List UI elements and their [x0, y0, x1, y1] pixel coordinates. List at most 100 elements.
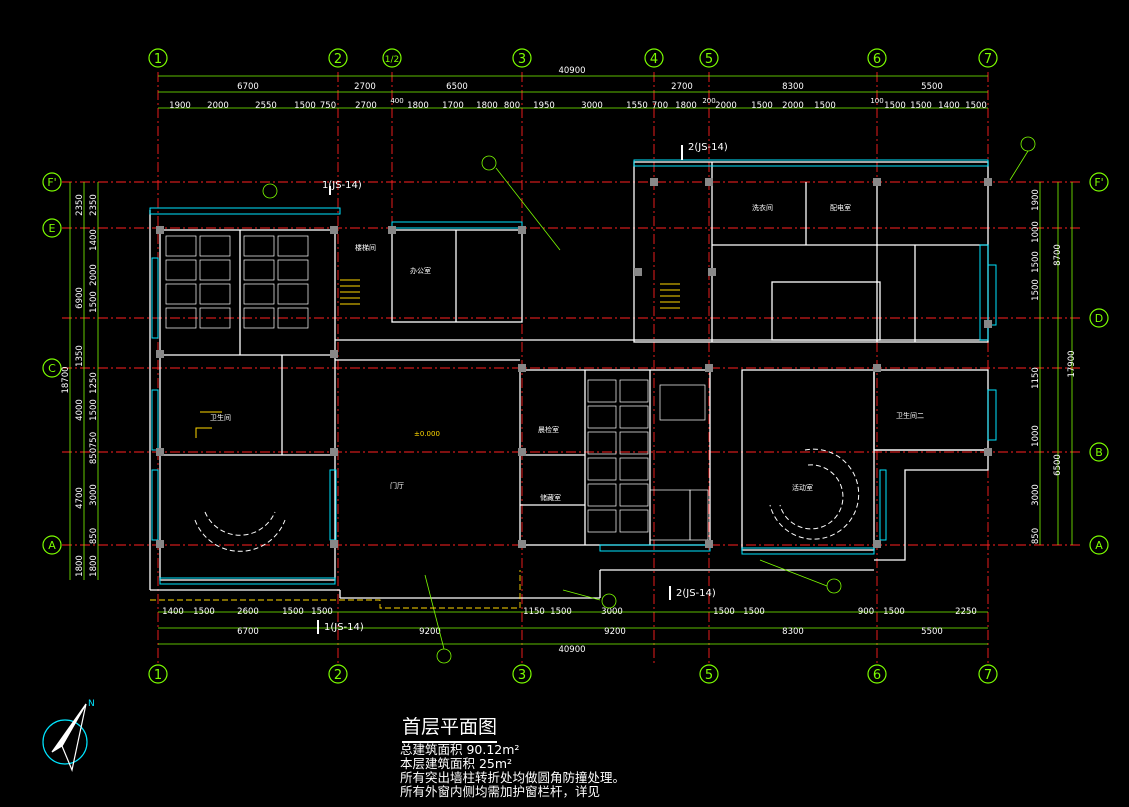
dim-right-mid-1: 6500	[1053, 454, 1063, 476]
dim-bot2-2: 9200	[604, 627, 626, 637]
dim-top2-2: 2550	[255, 101, 277, 111]
dim-top-4: 2700	[671, 82, 693, 92]
svg-text:F': F'	[1094, 176, 1103, 189]
svg-text:3: 3	[518, 52, 526, 67]
dimension-labels: 40900 40900 6700 2700 6500 2700 8300 550…	[162, 66, 987, 655]
dim-bot-1: 1500	[193, 607, 215, 617]
drawing-notes: 首层平面图 总建筑面积 90.12m² 本层建筑面积 25m² 所有突出墙柱转折…	[400, 712, 820, 799]
grid-bubble-top-6: 6	[867, 48, 887, 68]
grid-bubble-right-F: F'	[1089, 172, 1109, 192]
dim-right-in-6: 3000	[1031, 484, 1041, 506]
dim-left-in-4: 1250	[89, 372, 99, 394]
note-line-4: 所有外窗内侧均需加护窗栏杆，详见	[400, 784, 601, 799]
annotation-leaders	[262, 136, 1036, 664]
dim-top2-17: 2000	[715, 101, 737, 111]
grid-bubble-left-C: C	[42, 358, 62, 378]
svg-text:E: E	[49, 222, 56, 235]
dim-top2-7: 1800	[407, 101, 429, 111]
dim-left-outer: 18700	[61, 366, 71, 393]
dim-top2-23: 1500	[910, 101, 932, 111]
dim-top2-13: 1550	[626, 101, 648, 111]
room-label-storage: 储藏室	[540, 493, 561, 502]
grid-bubble-bottom-7: 7	[978, 664, 998, 684]
dim-bot2-4: 5500	[921, 627, 943, 637]
svg-text:4: 4	[650, 52, 658, 67]
svg-text:5: 5	[705, 52, 713, 67]
room-label-check: 晨检室	[538, 425, 559, 434]
room-label-toilet: 卫生间	[210, 413, 231, 422]
section-markers: 1(JS-14) 2(JS-14) 2(JS-14) 1(JS-14)	[317, 142, 728, 634]
dim-top2-19: 2000	[782, 101, 804, 111]
dim-left-mid-0: 2350	[75, 194, 85, 216]
dim-total-top: 40900	[558, 66, 585, 76]
dim-top2-0: 1900	[169, 101, 191, 111]
grid-bubble-right-A: A	[1089, 535, 1109, 555]
dim-right-in-4: 1150	[1031, 367, 1041, 389]
dim-left-in-5: 1500	[89, 399, 99, 421]
room-label-office: 办公室	[410, 266, 431, 275]
dim-top-1: 6700	[237, 82, 259, 92]
section-mark-bottom-left: 1(JS-14)	[324, 622, 364, 633]
dim-left-in-9: 850	[89, 528, 99, 544]
dim-bot-2: 2600	[237, 607, 259, 617]
dim-bot-7: 3000	[601, 607, 623, 617]
svg-text:1: 1	[154, 52, 162, 67]
grid-bubble-left-F: F'	[42, 172, 62, 192]
dim-bot-0: 1400	[162, 607, 184, 617]
dim-top2-15: 1800	[675, 101, 697, 111]
dim-bot2-1: 9200	[419, 627, 441, 637]
dim-right-in-0: 1900	[1031, 189, 1041, 211]
dim-bot-8: 1500	[713, 607, 735, 617]
north-arrow: N	[42, 699, 95, 773]
dim-top2-12: 3000	[581, 101, 603, 111]
dim-bot2-3: 8300	[782, 627, 804, 637]
dim-top2-11: 1950	[533, 101, 555, 111]
dim-bot-10: 900	[858, 607, 874, 617]
dim-top2-6: 400	[390, 97, 403, 105]
room-label-power: 配电室	[830, 203, 851, 212]
grid-bubbles: 1 2 1/2 3 4 5 6 7 1 2 3 5 6 7 F' E C A F…	[42, 48, 1109, 684]
room-label-stair-1: 楼梯间	[355, 243, 376, 252]
dim-top2-20: 1500	[814, 101, 836, 111]
dim-top-2: 2700	[354, 82, 376, 92]
grid-bubble-bottom-3: 3	[512, 664, 532, 684]
dim-left-in-10: 1800	[89, 555, 99, 577]
room-label-activity: 活动室	[792, 483, 813, 492]
dim-right-in-1: 1000	[1031, 221, 1041, 243]
grid-bubble-top-1-2: 1/2	[382, 48, 402, 68]
dim-bot-4: 1500	[311, 607, 333, 617]
note-line-1: 总建筑面积 90.12m²	[400, 742, 520, 757]
dim-top2-4: 750	[320, 101, 336, 111]
svg-text:3: 3	[518, 668, 526, 683]
dim-bot-9: 1500	[743, 607, 765, 617]
svg-text:7: 7	[984, 52, 992, 67]
drawing-title: 首层平面图	[402, 712, 498, 743]
bed-grid-left	[165, 235, 309, 329]
dim-bot-5: 1150	[523, 607, 545, 617]
section-mark-bottom-right: 2(JS-14)	[676, 588, 716, 599]
grid-bubble-bottom-1: 1	[148, 664, 168, 684]
dim-bot-3: 1500	[282, 607, 304, 617]
vertical-dimension-labels: 18700 2350 6900 1350 4000 4700 1800 2350…	[61, 189, 1077, 577]
dim-left-in-6: 750	[89, 432, 99, 448]
svg-text:2: 2	[334, 52, 342, 67]
exterior-paths	[150, 570, 521, 609]
section-mark-top-right: 2(JS-14)	[688, 142, 728, 153]
dim-top2-25: 1500	[965, 101, 987, 111]
dim-right-mid-0: 8700	[1053, 244, 1063, 266]
room-labels: 楼梯间 卫生间 洗衣间 配电室 办公室 门厅 活动室 卫生间二 晨检室 储藏室 …	[210, 203, 924, 502]
dim-right-in-3: 1500	[1031, 279, 1041, 301]
room-label-laundry: 洗衣间	[752, 203, 773, 212]
dim-bot-12: 2250	[955, 607, 977, 617]
dim-top2-8: 1700	[442, 101, 464, 111]
grid-bubble-top-3: 3	[512, 48, 532, 68]
svg-text:7: 7	[984, 668, 992, 683]
dim-left-in-7: 850	[89, 448, 99, 464]
dim-top-5: 8300	[782, 82, 804, 92]
dim-left-mid-5: 1800	[75, 555, 85, 577]
grid-bubble-top-4: 4	[644, 48, 664, 68]
svg-text:6: 6	[873, 52, 881, 67]
svg-text:6: 6	[873, 668, 881, 683]
svg-text:F': F'	[47, 176, 56, 189]
